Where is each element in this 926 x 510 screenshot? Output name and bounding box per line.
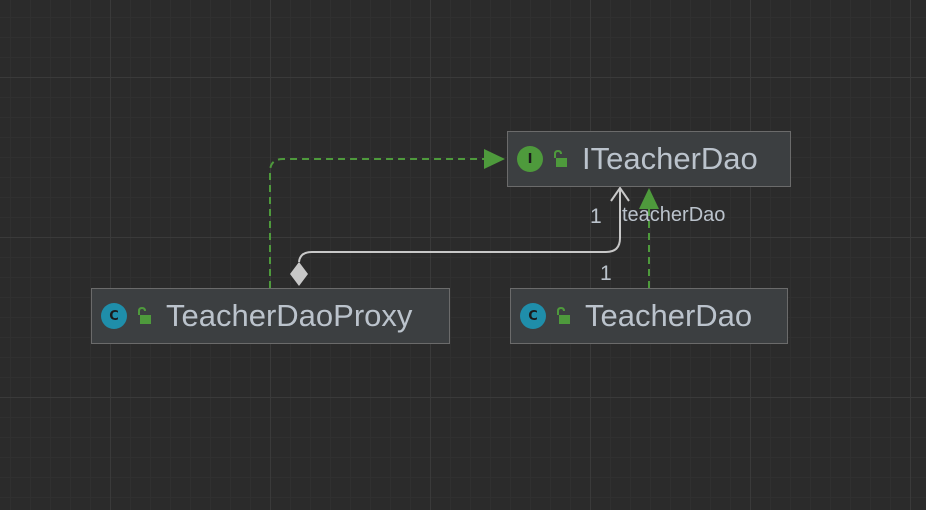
class-badge-icon: C	[520, 303, 546, 329]
unlocked-visibility-icon	[557, 307, 570, 324]
aggregation-line[interactable]	[298, 190, 621, 263]
unlocked-visibility-icon	[554, 150, 567, 167]
class-name: TeacherDao	[585, 298, 753, 333]
interface-badge-icon: I	[517, 146, 543, 172]
class-node-teacherdaoproxy[interactable]: C TeacherDaoProxy	[91, 288, 450, 344]
proxy-realization-arrowhead	[484, 149, 505, 169]
aggregation-diamond	[290, 262, 308, 286]
class-badge-icon: C	[101, 303, 127, 329]
aggregation-arrowhead	[610, 186, 630, 202]
unlocked-visibility-icon	[138, 307, 151, 324]
class-name: TeacherDaoProxy	[166, 298, 413, 333]
interface-node-iteacherdao[interactable]: I ITeacherDao	[507, 131, 791, 187]
dao-realization-arrowhead	[639, 188, 659, 209]
interface-name: ITeacherDao	[582, 141, 758, 176]
aggregation-target-multiplicity: 1	[590, 205, 602, 228]
proxy-realization-line[interactable]	[269, 158, 484, 288]
class-node-teacherdao[interactable]: C TeacherDao	[510, 288, 788, 344]
aggregation-role-label: teacherDao	[622, 204, 726, 226]
aggregation-source-multiplicity: 1	[600, 262, 612, 285]
